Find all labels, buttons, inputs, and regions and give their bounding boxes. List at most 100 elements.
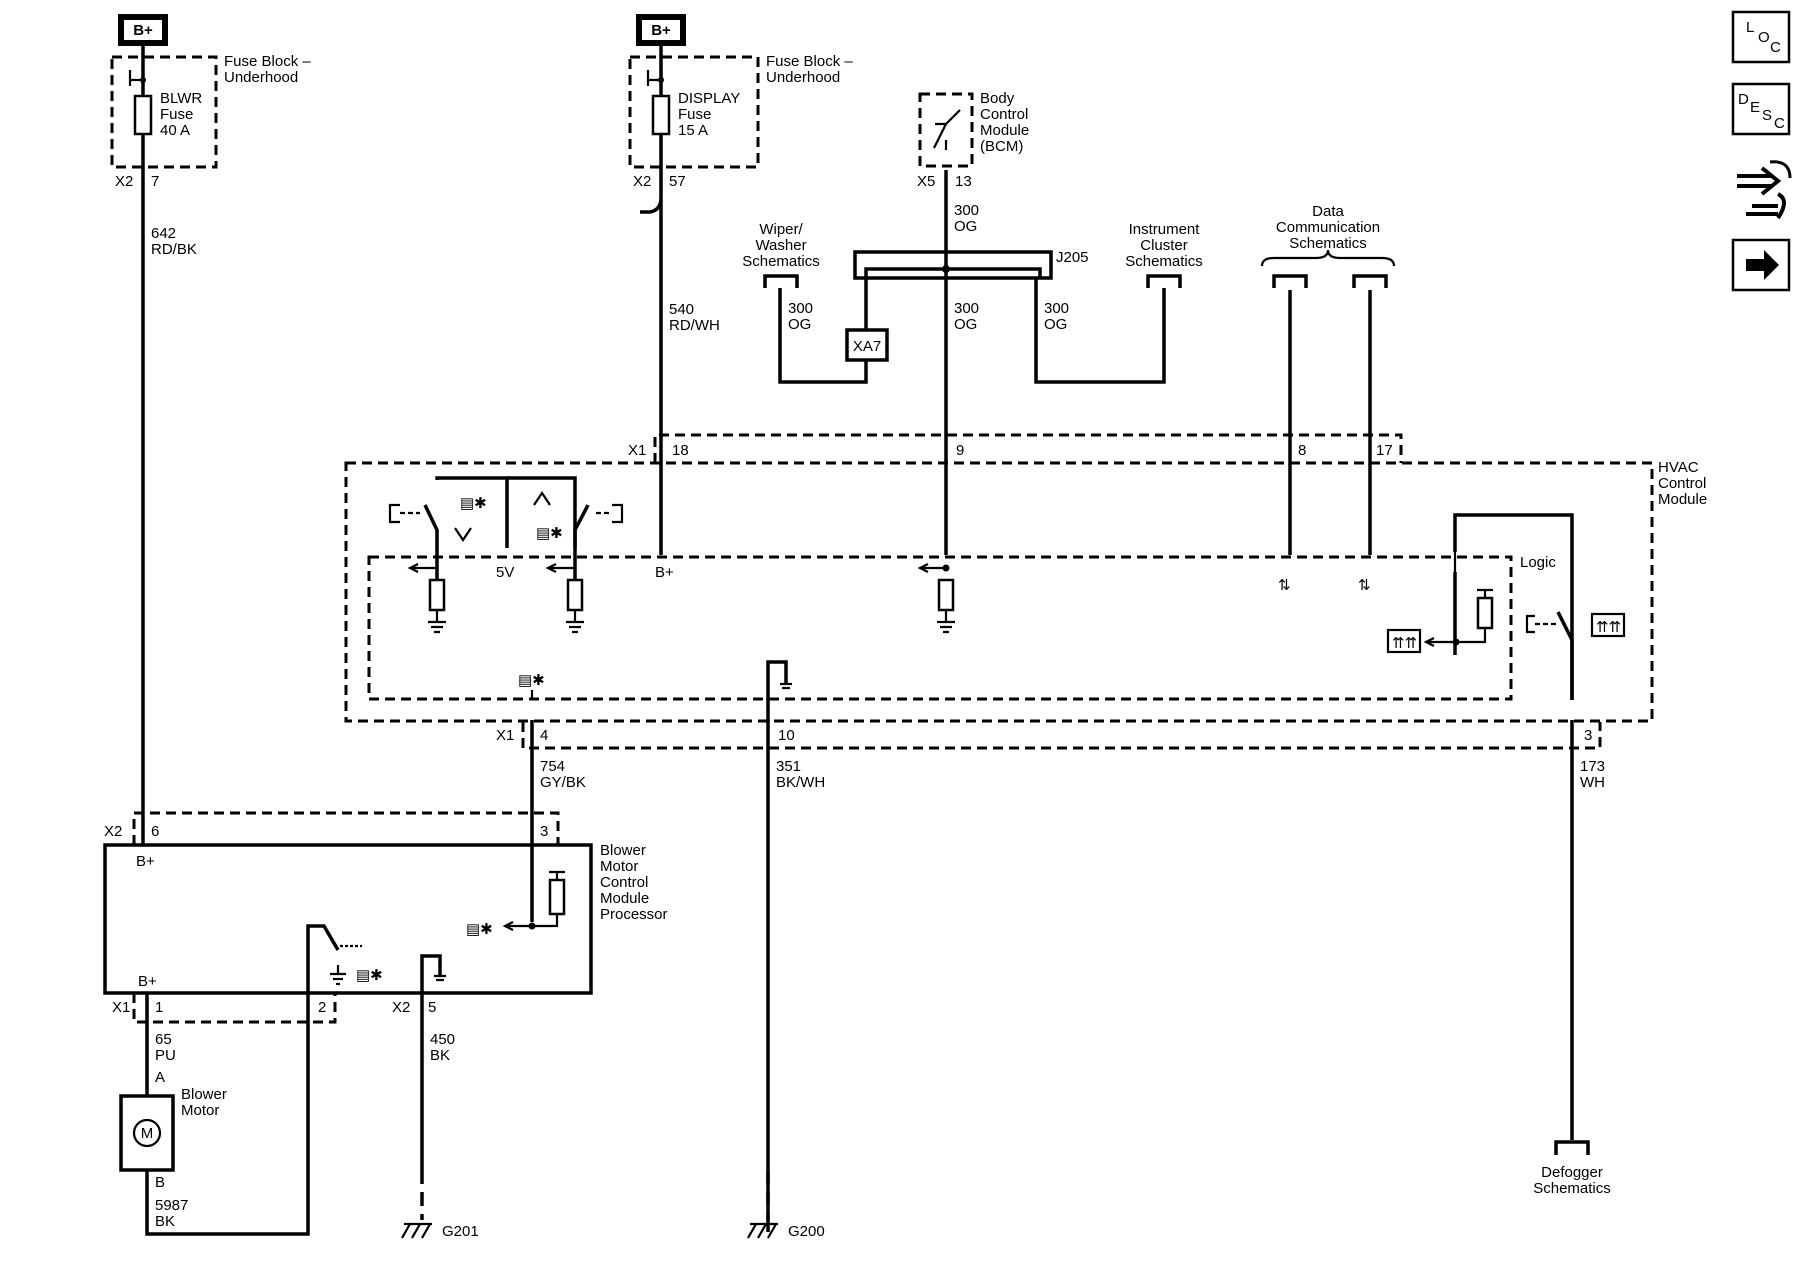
svg-text:S: S <box>1762 107 1772 124</box>
svg-text:HVAC: HVAC <box>1658 459 1699 476</box>
svg-text:10: 10 <box>778 727 795 744</box>
svg-text:BK: BK <box>155 1213 175 1230</box>
svg-text:X2: X2 <box>633 173 651 190</box>
svg-text:65: 65 <box>155 1031 172 1048</box>
svg-text:17: 17 <box>1376 442 1393 459</box>
svg-text:B: B <box>155 1174 165 1191</box>
svg-text:OG: OG <box>954 218 977 235</box>
svg-text:Processor: Processor <box>600 906 668 923</box>
svg-text:57: 57 <box>669 173 686 190</box>
svg-text:X1: X1 <box>496 727 514 744</box>
svg-text:Communication: Communication <box>1276 219 1380 236</box>
svg-text:Motor: Motor <box>181 1102 219 1119</box>
svg-text:9: 9 <box>956 442 964 459</box>
svg-text:3: 3 <box>1584 727 1592 744</box>
body-control-module: Body Control Module (BCM) X5 13 <box>917 90 1029 190</box>
svg-text:300: 300 <box>1044 300 1069 317</box>
svg-text:OG: OG <box>788 316 811 333</box>
wire-173: 173 WH <box>1554 720 1605 1155</box>
svg-text:▤✱: ▤✱ <box>518 672 545 689</box>
svg-text:O: O <box>1758 29 1770 46</box>
wire-351: 351 BK/WH <box>766 720 825 1232</box>
svg-text:5V: 5V <box>496 564 514 581</box>
defogger-ref: Defogger Schematics <box>1533 1164 1611 1197</box>
svg-text:X2: X2 <box>115 173 133 190</box>
fuse-block-display: Fuse Block – Underhood DISPLAY Fuse 15 A… <box>628 46 853 190</box>
svg-text:XA7: XA7 <box>853 338 881 355</box>
svg-text:5: 5 <box>428 999 436 1016</box>
ground-g200: G200 <box>747 1170 825 1240</box>
svg-text:⇈⇈: ⇈⇈ <box>1392 635 1417 652</box>
svg-text:Washer: Washer <box>755 237 806 254</box>
svg-text:Module: Module <box>1658 491 1707 508</box>
svg-text:754: 754 <box>540 758 565 775</box>
svg-text:Fuse: Fuse <box>678 106 711 123</box>
svg-text:Fuse Block –: Fuse Block – <box>766 53 853 70</box>
loc-icon[interactable]: L O C <box>1731 10 1791 64</box>
svg-text:M: M <box>141 1125 154 1142</box>
svg-text:X1: X1 <box>628 442 646 459</box>
svg-text:L: L <box>1746 19 1754 36</box>
svg-text:RD/BK: RD/BK <box>151 241 197 258</box>
svg-text:300: 300 <box>954 202 979 219</box>
svg-text:RD/WH: RD/WH <box>669 317 720 334</box>
hvac-control-module: HVAC Control Module Logic X1 18 9 8 17 X… <box>344 433 1707 750</box>
svg-text:Blower: Blower <box>181 1086 227 1103</box>
svg-text:Schematics: Schematics <box>1125 253 1203 270</box>
svg-text:⇅: ⇅ <box>1358 577 1371 594</box>
svg-text:Underhood: Underhood <box>224 69 298 86</box>
svg-text:Data: Data <box>1312 203 1344 220</box>
svg-text:X2: X2 <box>104 823 122 840</box>
svg-text:7: 7 <box>151 173 159 190</box>
svg-text:Blower: Blower <box>600 842 646 859</box>
svg-text:351: 351 <box>776 758 801 775</box>
svg-text:X1: X1 <box>112 999 130 1016</box>
svg-text:Motor: Motor <box>600 858 638 875</box>
svg-text:8: 8 <box>1298 442 1306 459</box>
svg-text:Control: Control <box>1658 475 1706 492</box>
svg-text:6: 6 <box>151 823 159 840</box>
svg-text:OG: OG <box>1044 316 1067 333</box>
svg-text:WH: WH <box>1580 774 1605 791</box>
svg-text:3: 3 <box>540 823 548 840</box>
svg-text:A: A <box>155 1069 165 1086</box>
svg-text:4: 4 <box>540 727 548 744</box>
svg-text:18: 18 <box>672 442 689 459</box>
wiper-washer-ref: Wiper/ Washer Schematics <box>742 221 820 270</box>
svg-text:C: C <box>1770 39 1781 56</box>
svg-text:G200: G200 <box>788 1223 825 1240</box>
svg-text:Control: Control <box>980 106 1028 123</box>
svg-text:Defogger: Defogger <box>1541 1164 1603 1181</box>
svg-text:173: 173 <box>1580 758 1605 775</box>
ground-g201: 450 BK G201 <box>401 1002 479 1240</box>
svg-text:GY/BK: GY/BK <box>540 774 586 791</box>
blower-motor-control-module: X2 6 3 B+ B+ Blower Motor Control Module… <box>103 811 668 1074</box>
svg-text:Fuse: Fuse <box>160 106 193 123</box>
svg-text:B+: B+ <box>655 564 674 581</box>
svg-text:2: 2 <box>318 999 326 1016</box>
svg-text:X2: X2 <box>392 999 410 1016</box>
svg-text:Wiper/: Wiper/ <box>759 221 803 238</box>
svg-text:B+: B+ <box>651 22 671 39</box>
svg-text:▤✱: ▤✱ <box>536 525 563 542</box>
svg-text:X5: X5 <box>917 173 935 190</box>
svg-text:J205: J205 <box>1056 249 1089 266</box>
bplus-source-left: B+ <box>118 14 168 46</box>
svg-text:1: 1 <box>155 999 163 1016</box>
svg-text:▤✱: ▤✱ <box>466 921 493 938</box>
svg-text:540: 540 <box>669 301 694 318</box>
svg-text:B+: B+ <box>136 853 155 870</box>
svg-text:BK: BK <box>430 1047 450 1064</box>
svg-text:Logic: Logic <box>1520 554 1556 571</box>
svg-text:Instrument: Instrument <box>1129 221 1201 238</box>
desc-icon[interactable]: D E S C <box>1731 82 1791 136</box>
svg-text:Module: Module <box>600 890 649 907</box>
svg-text:⇅: ⇅ <box>1278 577 1291 594</box>
connector-icon[interactable] <box>1737 160 1792 220</box>
svg-text:Fuse Block –: Fuse Block – <box>224 53 311 70</box>
instrument-cluster-ref: Instrument Cluster Schematics <box>1125 221 1203 270</box>
svg-text:Body: Body <box>980 90 1015 107</box>
svg-text:Control: Control <box>600 874 648 891</box>
svg-text:D: D <box>1738 91 1749 108</box>
next-arrow-icon[interactable] <box>1731 238 1791 292</box>
